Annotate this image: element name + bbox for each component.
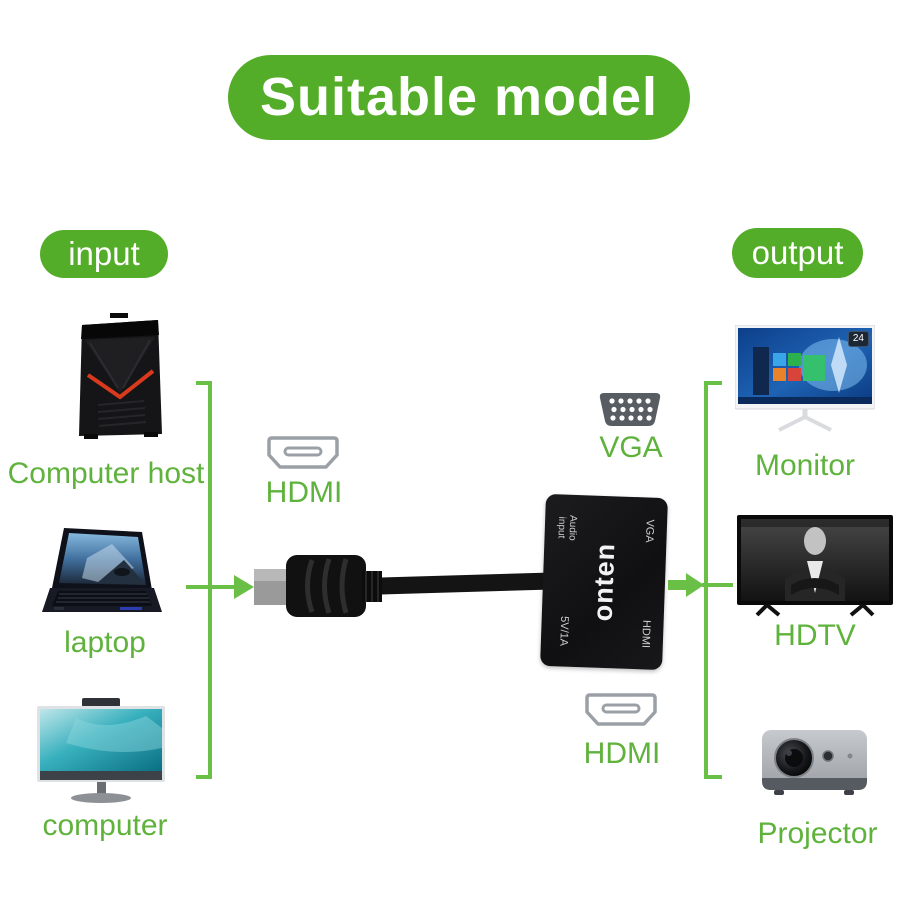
output-section-label: output	[732, 228, 863, 278]
adapter-brand-logo: onten	[587, 542, 620, 622]
computer-host-image	[68, 313, 173, 440]
hdmi-plug-icon	[254, 555, 555, 617]
vga-output-label: VGA	[599, 431, 663, 464]
computer-label: computer	[42, 809, 168, 842]
adapter-box: Audio input VGA 5V/1A HDMI onten	[540, 493, 668, 671]
hdmi-output-label: HDMI	[583, 737, 661, 770]
monitor-label: Monitor	[754, 449, 856, 482]
vga-port-icon	[599, 393, 661, 426]
page-title: Suitable model	[228, 55, 690, 140]
hdtv-image	[737, 515, 893, 619]
hdmi-input-label: HDMI	[265, 476, 343, 509]
computer-image	[36, 698, 166, 806]
adapter-cable-image	[250, 545, 555, 625]
hdmi-input-port	[265, 434, 341, 474]
input-arrow-head-icon	[234, 575, 254, 599]
computer-tower-icon	[79, 313, 162, 439]
monitor-icon	[735, 325, 875, 432]
laptop-icon	[42, 528, 162, 612]
monitor-image: 24	[735, 325, 875, 437]
input-section-label: input	[40, 230, 168, 278]
input-bracket	[196, 381, 212, 779]
computer-host-label: Computer host	[7, 457, 205, 490]
output-arrow-head-icon	[686, 573, 704, 597]
projector-label: Projector	[757, 817, 878, 850]
hdtv-label: HDTV	[774, 619, 856, 652]
hdmi-output-port	[583, 691, 659, 731]
laptop-image	[42, 528, 162, 628]
all-in-one-computer-icon	[37, 698, 165, 803]
hdmi-port-icon	[267, 436, 339, 469]
hdmi-port-icon	[585, 693, 657, 726]
vga-output-port	[598, 392, 662, 428]
tv-icon	[737, 515, 893, 617]
output-bracket	[704, 381, 722, 779]
laptop-label: laptop	[64, 626, 146, 659]
projector-icon	[762, 730, 867, 795]
projector-image	[762, 728, 867, 800]
monitor-size-badge: 24	[847, 331, 869, 347]
